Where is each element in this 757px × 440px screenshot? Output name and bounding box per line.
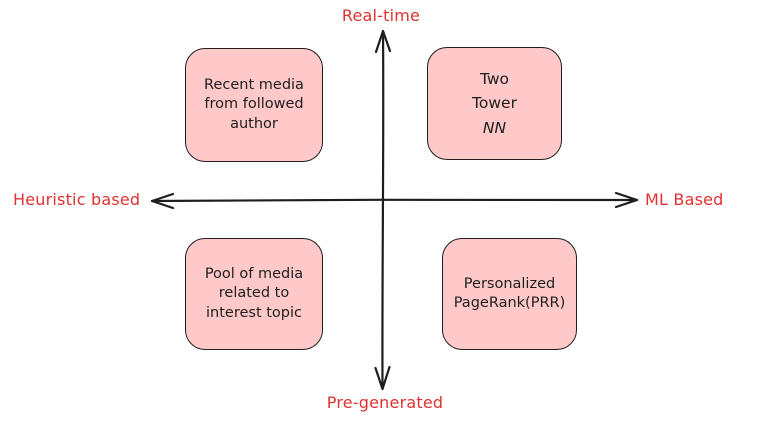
box-text-line: Two: [479, 70, 510, 89]
horizontal-axis-line: [150, 198, 639, 203]
vertical-axis-line: [381, 29, 385, 390]
arrowhead-up-icon: [374, 29, 392, 54]
box-text-line: author: [230, 115, 278, 132]
box-text-line: from followed: [204, 96, 304, 113]
box-text-line: interest topic: [206, 304, 302, 321]
box-text-line: related to: [218, 285, 290, 302]
arrowhead-left-icon: [150, 192, 175, 210]
arrowhead-right-icon: [614, 191, 639, 209]
box-text-line: Pool of media: [204, 265, 304, 282]
quadrant-box-top-left: Recent media from followed author: [185, 48, 323, 162]
arrowhead-down-icon: [374, 365, 391, 391]
quadrant-box-top-right: Two Tower NN: [427, 47, 562, 160]
box-text-line: PageRank(PRR): [453, 295, 566, 311]
axis-label-pre-generated: Pre-generated: [326, 393, 444, 412]
quadrant-box-bottom-left: Pool of media related to interest topic: [185, 238, 323, 350]
axis-label-heuristic-based: Heuristic based: [13, 190, 141, 209]
quadrant-box-bottom-right: Personalized PageRank(PRR): [442, 238, 577, 350]
box-text-line: Personalized: [463, 275, 556, 292]
box-text-line: NN: [482, 118, 507, 137]
axis-label-real-time: Real-time: [341, 6, 421, 25]
axis-label-ml-based: ML Based: [645, 190, 724, 209]
box-text-line: Recent media: [204, 76, 304, 93]
box-text-line: Tower: [472, 94, 517, 113]
